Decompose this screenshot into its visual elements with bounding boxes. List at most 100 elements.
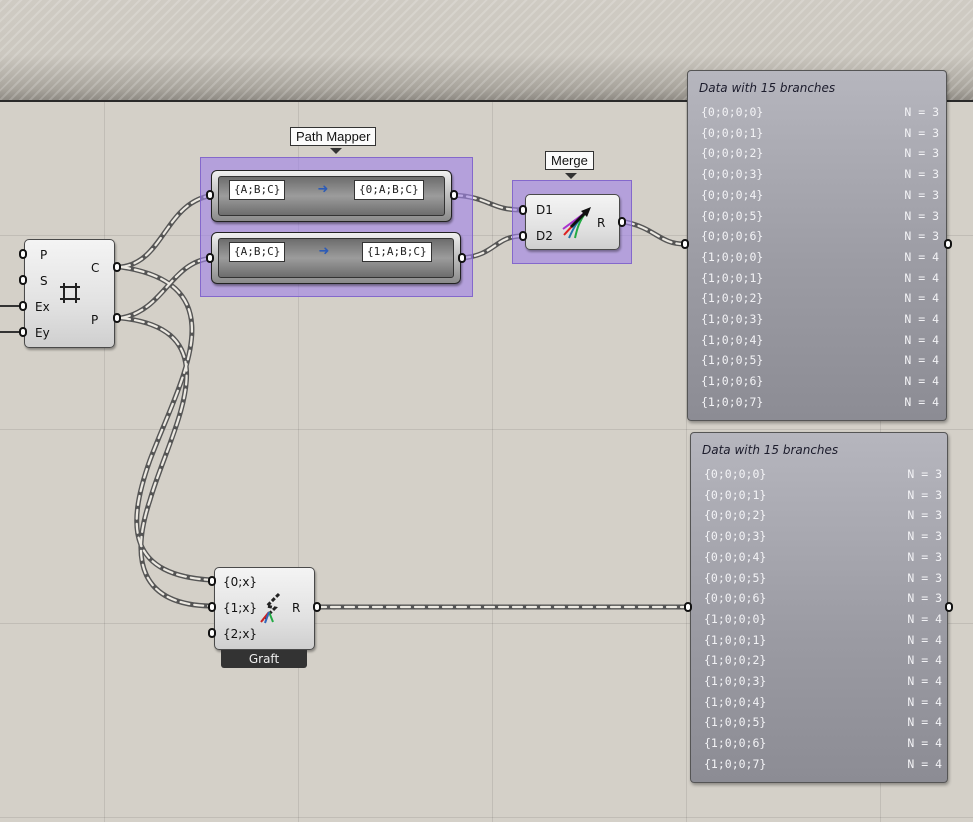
panel-2-input-grip[interactable]	[684, 602, 692, 612]
output-grip-c[interactable]	[113, 262, 121, 272]
panel-1-output-grip[interactable]	[944, 239, 952, 249]
merge-input-grip-d1[interactable]	[519, 205, 527, 215]
branch-count: N = 3	[904, 208, 939, 223]
branch-count: N = 3	[904, 105, 939, 119]
panel-row: {0;0;0;1} N = 3	[701, 123, 939, 143]
branch-path: {1;0;0;4}	[704, 694, 767, 709]
branch-path: {1;0;0;4}	[701, 332, 764, 347]
branch-path: {0;0;0;4}	[701, 187, 764, 202]
graft-input-1-label: {1;x}	[223, 601, 258, 615]
branch-count: N = 4	[904, 291, 939, 306]
branch-count: N = 3	[904, 187, 939, 202]
branch-path: {1;0;0;0}	[704, 611, 767, 626]
rectangle-component[interactable]: P S Ex Ey C P	[24, 239, 115, 348]
panel-row: {1;0;0;6} N = 4	[704, 733, 942, 753]
panel-row: {0;0;0;3}N = 3	[704, 526, 942, 546]
panel-row: {1;0;0;2} N = 4	[701, 288, 939, 308]
mapper-source-2[interactable]: {A;B;C}	[229, 242, 286, 262]
input-s-label: S	[40, 274, 48, 288]
mapper-target-1[interactable]: {0;A;B;C}	[354, 180, 424, 200]
branch-path: {1;0;0;6}	[704, 736, 767, 751]
panel-row: {0;0;0;4}N = 3	[704, 547, 942, 567]
merge-input-grip-d2[interactable]	[519, 231, 527, 241]
branch-count: N = 3	[907, 508, 942, 523]
blue-arrow-right-icon: ➜	[317, 182, 329, 197]
mapper-2-output-grip[interactable]	[458, 253, 466, 263]
mapper-2-input-grip[interactable]	[206, 253, 214, 263]
branch-path: {1;0;0;3}	[701, 312, 764, 326]
graft-input-grip-0[interactable]	[208, 576, 216, 586]
blue-arrow-right-icon: ➜	[318, 244, 330, 259]
branch-path: {1;0;0;3}	[704, 674, 767, 688]
path-mapper-1[interactable]: {A;B;C} ➜ {0;A;B;C}	[211, 170, 452, 222]
input-ey-label: Ey	[35, 326, 50, 340]
branch-path: {0;0;0;6}	[701, 229, 764, 244]
merge-output-r-label: R	[597, 216, 606, 230]
merge-input-d1-label: D1	[536, 203, 553, 217]
panel-row: {0;0;0;2}N = 3	[704, 505, 942, 525]
path-mapper-2[interactable]: {A;B;C} ➜ {1;A;B;C}	[211, 232, 461, 284]
branch-count: N = 3	[907, 549, 942, 564]
branch-path: {1;0;0;7}	[704, 756, 767, 771]
branch-path: {1;0;0;2}	[704, 653, 767, 668]
input-grip-ex[interactable]	[19, 301, 27, 311]
graft-component[interactable]: {0;x} {1;x} {2;x} R	[214, 567, 315, 650]
mapper-1-output-grip[interactable]	[450, 190, 458, 200]
branch-path: {0;0;0;0}	[704, 467, 767, 481]
graft-caption: Graft	[221, 650, 307, 668]
data-panel-1[interactable]: Data with 15 branches {0;0;0;0}N = 3{0;0…	[687, 70, 947, 421]
branch-count: N = 3	[904, 229, 939, 244]
branch-count: N = 4	[907, 756, 942, 771]
branch-path: {1;0;0;0}	[701, 249, 764, 264]
input-grip-p[interactable]	[19, 249, 27, 259]
branch-path: {0;0;0;6}	[704, 591, 767, 606]
input-ex-label: Ex	[35, 300, 50, 314]
graft-input-0-label: {0;x}	[223, 575, 258, 589]
graft-output-grip[interactable]	[313, 602, 321, 612]
branch-path: {1;0;0;1}	[704, 632, 767, 647]
output-grip-p[interactable]	[113, 313, 121, 323]
branch-count: N = 4	[904, 249, 939, 264]
branch-path: {1;0;0;5}	[701, 353, 764, 368]
branch-count: N = 3	[904, 125, 939, 140]
branch-count: N = 4	[907, 632, 942, 647]
graft-input-grip-2[interactable]	[208, 628, 216, 638]
panel-1-input-grip[interactable]	[681, 239, 689, 249]
branch-count: N = 3	[907, 487, 942, 502]
input-grip-ey[interactable]	[19, 327, 27, 337]
panel-row: {1;0;0;4}N = 4	[704, 692, 942, 712]
panel-2-output-grip[interactable]	[945, 602, 953, 612]
data-panel-2[interactable]: Data with 15 branches {0;0;0;0}N = 3{0;0…	[690, 432, 948, 783]
panel-row: {1;0;0;1} N = 4	[704, 630, 942, 650]
merge-component[interactable]: D1 D2 R	[525, 194, 620, 250]
branch-count: N = 4	[904, 353, 939, 368]
panel-row: {0;0;0;1}N = 3	[704, 485, 942, 505]
branch-count: N = 4	[907, 674, 942, 688]
panel-row: {0;0;0;4} N = 3	[701, 185, 939, 205]
branch-path: {0;0;0;1}	[701, 125, 764, 140]
branch-count: N = 4	[907, 736, 942, 751]
merge-output-grip[interactable]	[618, 217, 626, 227]
mapper-source-1[interactable]: {A;B;C}	[229, 180, 286, 200]
path-mapper-2-body: {A;B;C} ➜ {1;A;B;C}	[218, 238, 454, 278]
branch-path: {1;0;0;1}	[701, 270, 764, 285]
merge-input-d2-label: D2	[536, 229, 553, 243]
branch-path: {1;0;0;5}	[704, 715, 767, 730]
branch-count: N = 4	[904, 394, 939, 409]
graft-input-grip-1[interactable]	[208, 602, 216, 612]
branch-path: {0;0;0;5}	[701, 208, 764, 223]
branch-path: {0;0;0;0}	[701, 105, 764, 119]
branch-count: N = 4	[904, 332, 939, 347]
graft-input-2-label: {2;x}	[223, 627, 258, 641]
panel-row: {0;0;0;5}N = 3	[704, 568, 942, 588]
mapper-target-2[interactable]: {1;A;B;C}	[362, 242, 432, 262]
branch-path: {1;0;0;6}	[701, 374, 764, 389]
panel-row: {1;0;0;2}N = 4	[704, 650, 942, 670]
branch-path: {1;0;0;2}	[701, 291, 764, 306]
input-grip-s[interactable]	[19, 275, 27, 285]
panel-title: Data with 15 branches	[699, 81, 836, 95]
branch-count: N = 4	[907, 715, 942, 730]
mapper-1-input-grip[interactable]	[206, 190, 214, 200]
output-c-label: C	[91, 261, 100, 275]
panel-row: {0;0;0;6} N = 3	[701, 226, 939, 246]
